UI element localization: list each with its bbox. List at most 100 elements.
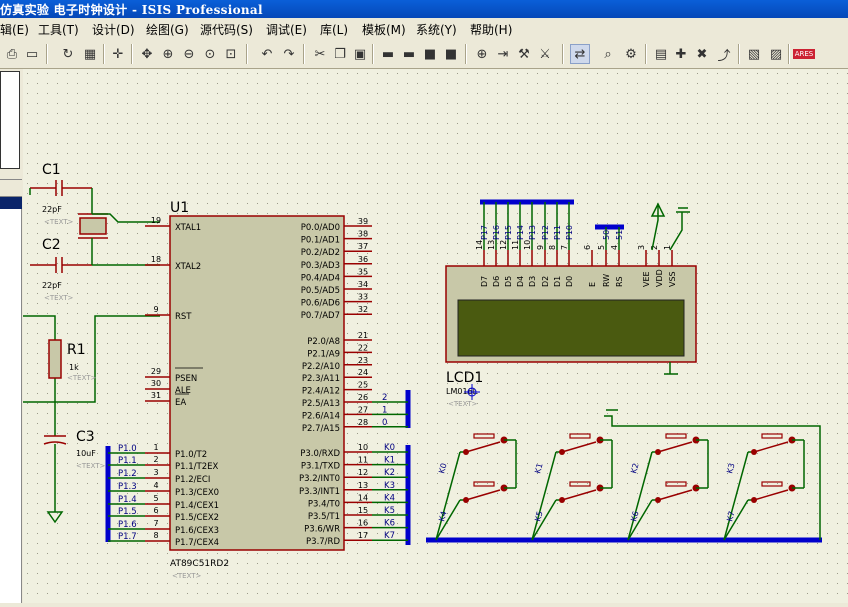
block-copy-icon[interactable]: ▬ <box>381 46 395 62</box>
zoom-in-icon[interactable]: ⊕ <box>162 46 174 62</box>
search-icon[interactable]: ⌕ <box>604 46 612 62</box>
object-selector-selected-row[interactable] <box>0 197 22 209</box>
property-tool-icon[interactable]: ⚙ <box>625 46 637 62</box>
lcd-part: LM016L <box>446 387 478 396</box>
r1-resistor[interactable] <box>48 339 62 379</box>
menu-design[interactable]: 设计(D) <box>92 23 135 37</box>
lcd-pin-name: VDD <box>655 269 664 287</box>
toolbar-separator <box>303 44 305 64</box>
u1-pin-name: P1.4/CEX1 <box>175 501 219 511</box>
ares-icon[interactable]: ARES <box>792 49 816 59</box>
print-icon[interactable]: ⎙ <box>6 46 18 62</box>
wire-autorouter-icon[interactable]: ⇄ <box>570 44 590 64</box>
menu-source[interactable]: 源代码(S) <box>200 23 253 37</box>
u1-pin-number: 34 <box>358 280 368 289</box>
u1-pin-name: P0.3/AD3 <box>301 261 340 271</box>
key-terminal <box>751 497 757 503</box>
menu-graph[interactable]: 绘图(G) <box>146 23 189 37</box>
toolbar-separator <box>788 44 790 64</box>
paste-icon[interactable]: ▣ <box>353 46 367 62</box>
c2-capacitor[interactable] <box>30 257 92 273</box>
menu-tools[interactable]: 工具(T) <box>38 23 79 37</box>
key-button-cap <box>761 433 783 439</box>
zoom-all-icon[interactable]: ⊙ <box>204 46 216 62</box>
u1-pin-number: 9 <box>153 305 158 314</box>
bom-icon[interactable]: ▧ <box>747 46 761 62</box>
lcd-pin-number: 13 <box>487 240 496 250</box>
p3-net-label: K4 <box>384 493 395 503</box>
overview-window[interactable] <box>0 71 20 169</box>
u1-pin-number: 37 <box>358 242 368 251</box>
toolbar-separator <box>103 44 105 64</box>
menu-help[interactable]: 帮助(H) <box>470 23 513 37</box>
refresh-icon[interactable]: ↻ <box>62 46 74 62</box>
toolbar: ⎙ ▭ ↻ ▦ ✛ ✥ ⊕ ⊖ ⊙ ⊡ ↶ ↷ ✂ ❐ ▣ ▬ ▬ ■ ■ ⊕ … <box>0 40 848 69</box>
lcd-pin-name: D5 <box>504 276 513 287</box>
origin-icon[interactable]: ✛ <box>112 46 124 62</box>
lcd-pin-name: D2 <box>541 276 550 287</box>
new-sheet-icon[interactable]: ▤ <box>654 46 668 62</box>
cut-icon[interactable]: ✂ <box>314 46 326 62</box>
u1-pin-number: 4 <box>153 481 158 490</box>
u1-pin-number: 26 <box>358 393 368 402</box>
menu-system[interactable]: 系统(Y) <box>416 23 457 37</box>
toolbar-separator <box>465 44 467 64</box>
key-net-label: K7 <box>725 510 736 522</box>
schematic-canvas[interactable]: C1 22pF <TEXT> C2 22pF <TEXT> R1 1k <TEX… <box>23 69 848 603</box>
key-button-cap <box>473 481 495 487</box>
page-setup-icon[interactable]: ▭ <box>25 46 39 62</box>
block-move-icon[interactable]: ▬ <box>402 46 416 62</box>
menu-debug[interactable]: 调试(E) <box>266 23 307 37</box>
undo-icon[interactable]: ↶ <box>261 46 273 62</box>
redo-icon[interactable]: ↷ <box>283 46 295 62</box>
u1-pin-name: P0.5/AD5 <box>301 286 340 296</box>
decompose-icon[interactable]: ⚔ <box>539 46 551 62</box>
lcd-pin-name: D3 <box>528 276 537 287</box>
pan-icon[interactable]: ✥ <box>141 46 153 62</box>
p1-net-label: P1.5 <box>118 507 137 517</box>
crystal[interactable] <box>78 213 108 239</box>
key-bus-wire <box>435 499 461 541</box>
packaging-icon[interactable]: ⚒ <box>518 46 530 62</box>
remove-sheet-icon[interactable]: ✖ <box>696 46 708 62</box>
object-selector-list[interactable] <box>0 209 22 603</box>
block-rotate-icon[interactable]: ■ <box>423 46 437 62</box>
c1-capacitor[interactable] <box>30 180 92 196</box>
pick-device-icon[interactable]: ⊕ <box>476 46 488 62</box>
menu-edit[interactable]: 辑(E) <box>0 23 29 37</box>
zoom-out-icon[interactable]: ⊖ <box>183 46 195 62</box>
p3-net-label: K7 <box>384 531 395 541</box>
u1-pin-name: P2.6/A14 <box>302 411 340 421</box>
u1-pin-name: P1.1/T2EX <box>175 462 218 472</box>
schematic-drawing[interactable]: C1 22pF <TEXT> C2 22pF <TEXT> R1 1k <TEX… <box>23 69 848 603</box>
toolbar-separator <box>131 44 133 64</box>
block-delete-icon[interactable]: ■ <box>444 46 458 62</box>
u1-pin-number: 12 <box>358 468 368 477</box>
exit-to-parent-icon[interactable]: ⤴ <box>717 48 731 64</box>
c2-value: 22pF <box>42 281 62 290</box>
u1-chip-body[interactable] <box>169 215 345 551</box>
u1-pin-name: P1.0/T2 <box>175 450 207 460</box>
menu-library[interactable]: 库(L) <box>320 23 349 37</box>
c3-capacitor[interactable] <box>43 435 67 445</box>
u1-pin-number: 28 <box>358 418 368 427</box>
window-title: 仿真实验 电子时钟设计 - ISIS Professional <box>0 3 263 17</box>
key-terminal <box>559 497 565 503</box>
key-button-cap <box>569 481 591 487</box>
add-sheet-icon[interactable]: ✚ <box>675 46 687 62</box>
lcd-net-label: P10 <box>565 225 574 240</box>
u1-right-pins: 39P0.0/AD038P0.1/AD137P0.2/AD236P0.3/AD3… <box>299 217 372 547</box>
u1-pin-name: P3.3/INT1 <box>299 487 340 497</box>
erc-icon[interactable]: ▨ <box>769 46 783 62</box>
u1-pin-number: 14 <box>358 493 368 502</box>
zoom-area-icon[interactable]: ⊡ <box>225 46 237 62</box>
grid-icon[interactable]: ▦ <box>83 46 97 62</box>
menu-template[interactable]: 模板(M) <box>362 23 406 37</box>
copy-icon[interactable]: ❐ <box>334 46 346 62</box>
key-bus-wire <box>531 451 557 541</box>
lcd-net-label: P17 <box>480 225 489 240</box>
make-device-icon[interactable]: ⇥ <box>497 46 509 62</box>
u1-part: AT89C51RD2 <box>170 559 229 569</box>
